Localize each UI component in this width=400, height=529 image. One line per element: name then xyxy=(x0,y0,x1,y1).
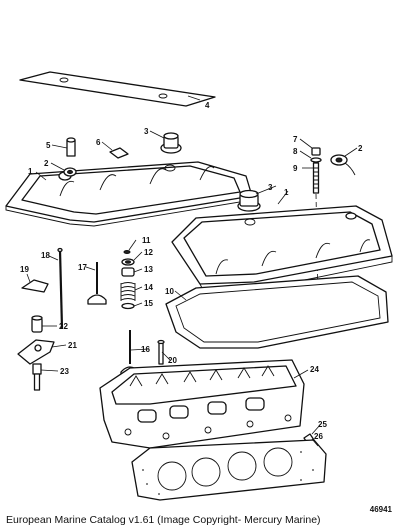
part-3-oil-cap-right xyxy=(237,189,261,212)
part-21-rocker-arm xyxy=(17,339,55,365)
part-9-stud xyxy=(312,162,320,194)
part-6-clip xyxy=(109,147,129,159)
callout-26: 26 xyxy=(314,432,323,441)
part-22-pivot xyxy=(31,315,43,333)
callout-23: 23 xyxy=(60,367,69,376)
callout-17: 17 xyxy=(78,263,87,272)
part-7-cap-nut xyxy=(311,147,321,156)
leader-lines xyxy=(26,95,358,447)
callout-14: 14 xyxy=(144,283,153,292)
part-26-head-gasket xyxy=(131,439,327,501)
callout-labels: 4 1 2 5 6 3 3 1 7 8 9 2 10 11 12 13 14 1… xyxy=(20,101,363,441)
catalog-caption: European Marine Catalog v1.61 (Image Cop… xyxy=(6,514,321,526)
callout-24: 24 xyxy=(310,365,319,374)
callout-15: 15 xyxy=(144,299,153,308)
part-18-pushrod xyxy=(57,247,64,329)
part-11-keepers xyxy=(123,250,131,254)
callout-5: 5 xyxy=(46,141,51,150)
part-24-cylinder-head xyxy=(99,359,305,449)
callout-2-right: 2 xyxy=(358,144,363,153)
callout-12: 12 xyxy=(144,248,153,257)
part-12-retainer xyxy=(121,258,135,266)
figure-number: 46941 xyxy=(369,505,392,514)
callout-6: 6 xyxy=(96,138,101,147)
callout-4: 4 xyxy=(205,101,210,110)
callout-21: 21 xyxy=(68,341,77,350)
callout-7: 7 xyxy=(293,135,298,144)
part-19-guide-plate xyxy=(21,279,49,293)
part-3-oil-cap-left xyxy=(160,132,182,154)
part-23-rocker-stud xyxy=(32,363,42,391)
callout-11: 11 xyxy=(142,236,151,245)
part-8-washer xyxy=(310,157,322,163)
callout-3-top: 3 xyxy=(144,127,149,136)
callout-8: 8 xyxy=(293,147,298,156)
part-5-breather-tube xyxy=(66,137,76,157)
callout-10: 10 xyxy=(165,287,174,296)
callout-19: 19 xyxy=(20,265,29,274)
callout-20: 20 xyxy=(168,356,177,365)
callout-9: 9 xyxy=(293,164,298,173)
callout-18: 18 xyxy=(41,251,50,260)
callout-25: 25 xyxy=(318,420,327,429)
part-14-spring xyxy=(120,282,136,301)
part-15-shim xyxy=(121,302,135,310)
callout-3-right: 3 xyxy=(268,183,273,192)
part-20-bolt xyxy=(157,339,165,365)
part-17-valve xyxy=(87,262,107,305)
part-4-gasket-strip xyxy=(19,71,216,107)
callout-16: 16 xyxy=(141,345,150,354)
part-2-grommet-left xyxy=(63,167,77,177)
callout-22: 22 xyxy=(59,322,68,331)
callout-13: 13 xyxy=(144,265,153,274)
part-13-seal xyxy=(121,267,135,277)
part-1-valve-cover-right xyxy=(171,205,393,293)
callout-2-left: 2 xyxy=(44,159,49,168)
callout-1-right: 1 xyxy=(284,188,289,197)
callout-1-left: 1 xyxy=(28,167,33,176)
part-10-cover-gasket xyxy=(165,275,389,349)
part-2-grommet-right xyxy=(330,154,356,176)
